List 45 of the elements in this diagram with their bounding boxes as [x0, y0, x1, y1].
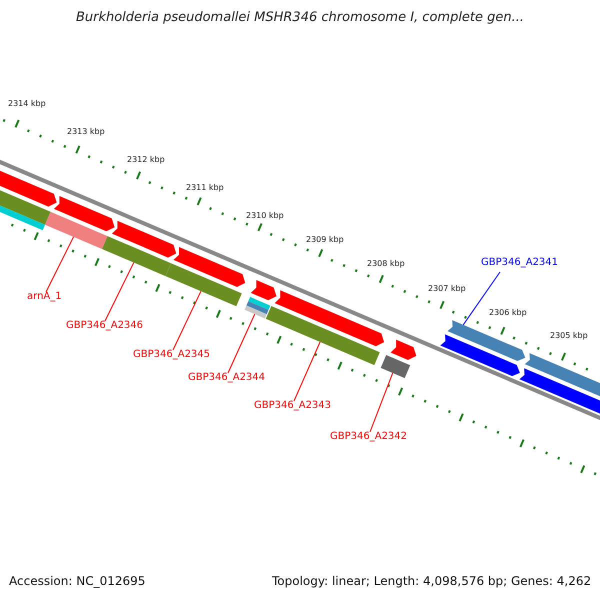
gene-block [244, 296, 270, 318]
scale-label: 2308 kbp [367, 259, 405, 268]
gene-block [380, 355, 410, 378]
gene-block [448, 320, 526, 361]
scale-label: 2307 kbp [428, 284, 466, 293]
leader-line [46, 236, 74, 292]
gene-block [0, 170, 57, 207]
gene-block [102, 236, 171, 276]
gene-block [0, 190, 50, 225]
gene-block [390, 340, 416, 360]
genome-stats-text: Topology: linear; Length: 4,098,576 bp; Genes: 4,262 [272, 574, 592, 588]
gene-block [166, 263, 242, 306]
gene-block [54, 196, 115, 232]
gene-block [519, 368, 600, 414]
gene-block [112, 220, 176, 258]
leader-line [172, 290, 202, 350]
gene-block [266, 306, 380, 366]
scale-label: 2309 kbp [306, 235, 344, 244]
scale-label: 2310 kbp [246, 211, 284, 220]
gene-label: GBP346_A2342 [330, 431, 408, 442]
scale-label: 2306 kbp [489, 308, 527, 317]
gene-label: GBP346_A2343 [254, 400, 332, 411]
leader-line [104, 262, 134, 322]
gene-block [440, 334, 520, 376]
scale-label: 2313 kbp [67, 127, 105, 136]
gene-label: GBP346_A2344 [188, 372, 266, 383]
scale-label: 2312 kbp [127, 155, 165, 164]
accession-text: Accession: NC_012695 [9, 574, 146, 588]
gene-label: GBP346_A2345 [133, 349, 210, 360]
scale-label: 2311 kbp [186, 183, 224, 192]
title: Burkholderia pseudomallei MSHR346 chromosome I, complete gen... [74, 10, 526, 25]
leader-line [294, 342, 321, 402]
gene-block [274, 290, 384, 346]
gene-label: arnA_1 [27, 291, 62, 302]
scale-label: 2314 kbp [8, 99, 46, 108]
gene-block [524, 353, 600, 396]
leader-line [462, 272, 500, 326]
gene-block [174, 247, 246, 287]
gene-label: GBP346_A2341 [481, 257, 558, 268]
gene-block [0, 206, 45, 230]
gene-label: GBP346_A2346 [66, 320, 144, 331]
scale-label: 2305 kbp [550, 331, 588, 340]
gene-block [250, 280, 276, 300]
leader-line [370, 372, 394, 432]
gene-block [45, 212, 108, 249]
